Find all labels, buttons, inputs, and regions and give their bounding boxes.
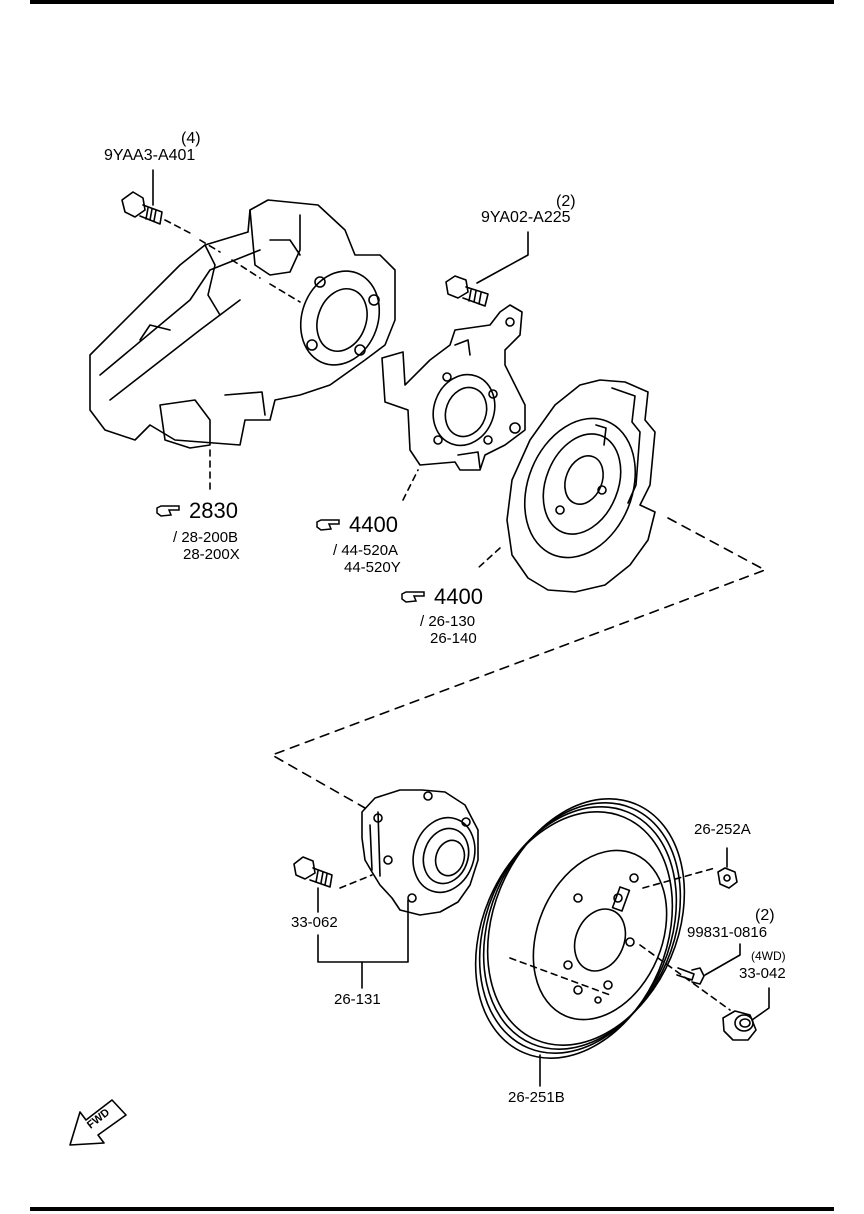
ref-4400-b[interactable]: 4400 [400,586,483,608]
bracket-plate-drawing [381,304,526,471]
fwd-arrow-icon [69,1099,127,1146]
ref-2830[interactable]: 2830 [155,500,238,522]
screw-code: 99831-0816 [687,924,768,941]
ref-4400-a[interactable]: 4400 [315,514,398,536]
nut-drawing [722,1010,757,1041]
bolt-top-right-code: 9YA02-A225 [481,209,571,226]
small-screw-drawing [676,967,705,985]
nut-code: 33-042 [739,965,786,982]
hub-assembly-drawing [361,789,479,916]
ref-4400-b-sub1: / 26-130 [420,613,476,630]
ref-4400-b-sub2: 26-140 [430,630,477,647]
screw-qty: (2) [755,907,775,924]
ref-4400-a-sub1: / 44-520A [333,542,399,559]
bracket-line-hub [317,899,409,963]
bottom-border-bar [30,1207,834,1211]
bolt-top-left-qty: (4) [181,130,201,147]
leader-line-top-right [476,231,529,284]
hub-code: 26-131 [334,991,381,1008]
reference-hand-icon [316,519,340,531]
knuckle-drawing [89,199,396,449]
leader-line-screw [704,943,741,976]
leader-line-shield [477,547,501,569]
ref-2830-sub1: / 28-200B [173,529,239,546]
reference-hand-icon [401,591,425,603]
dashed-line-top-left [164,219,301,303]
ref-4400-a-sub2: 44-520Y [344,559,401,576]
disc-code: 26-251B [508,1089,565,1106]
ref-2830-main: 2830 [189,498,238,523]
dashed-line-disc-cap [642,867,716,889]
top-border-bar [30,0,834,4]
hub-bolt-drawing [293,856,333,888]
ref-4400-a-main: 4400 [349,512,398,537]
cap-drawing [717,867,738,889]
brake-disc-drawing [474,798,686,1059]
ref-2830-sub2: 28-200X [183,546,240,563]
bolt-top-right-qty: (2) [556,193,576,210]
bolt-drawing-top-left [121,191,163,225]
dashed-line-bracket [402,469,419,501]
reference-hand-icon [156,505,180,517]
bolt-drawing-top-right [445,275,489,307]
dashed-line-hub-bolt [339,874,373,889]
leader-line-nut [751,987,770,1021]
dust-shield-drawing [506,379,656,593]
ref-4400-b-main: 4400 [434,584,483,609]
nut-note: (4WD) [751,949,786,963]
hub-bolt-code: 33-062 [291,914,338,931]
dashed-line-connector [271,517,766,809]
cap-code: 26-252A [694,821,751,838]
bolt-top-left-code: 9YAA3-A401 [104,147,196,164]
